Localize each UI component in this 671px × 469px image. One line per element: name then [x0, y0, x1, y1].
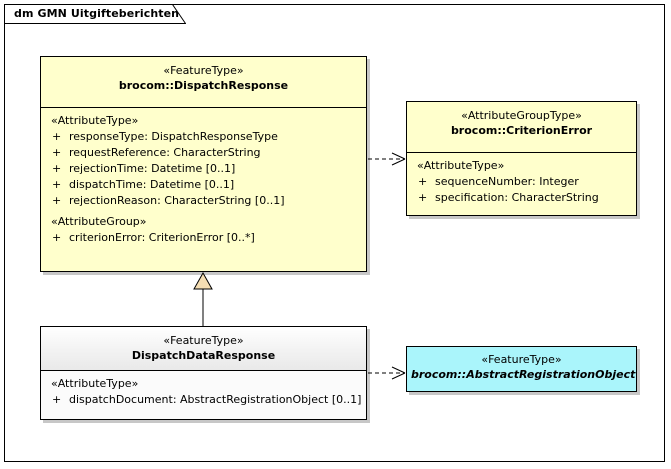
- class-header-dispatch-response: «FeatureType» brocom::DispatchResponse: [41, 57, 366, 108]
- visibility-marker: +: [52, 393, 62, 406]
- class-box-criterion-error[interactable]: «AttributeGroupType» brocom::CriterionEr…: [406, 101, 637, 216]
- compartment-label-attributetype: «AttributeType»: [51, 114, 139, 127]
- class-stereotype: «FeatureType»: [481, 353, 562, 366]
- compartment-label-attributetype: «AttributeType»: [417, 159, 505, 172]
- class-stereotype: «FeatureType»: [163, 64, 244, 77]
- class-name: brocom::CriterionError: [450, 124, 593, 137]
- class-header-abstract-registration-object: «FeatureType» brocom::AbstractRegistrati…: [407, 347, 636, 391]
- class-box-dispatch-response[interactable]: «FeatureType» brocom::DispatchResponse «…: [40, 56, 367, 272]
- compartment-label-attributetype: «AttributeType»: [51, 377, 139, 390]
- attribute-row[interactable]: + rejectionReason: CharacterString [0..1…: [41, 193, 366, 209]
- attribute-label: rejectionReason: CharacterString [0..1]: [69, 194, 285, 207]
- class-header-criterion-error: «AttributeGroupType» brocom::CriterionEr…: [407, 102, 636, 153]
- class-stereotype: «AttributeGroupType»: [461, 109, 582, 122]
- attribute-label: specification: CharacterString: [435, 191, 599, 204]
- attribute-row[interactable]: + criterionError: CriterionError [0..*]: [41, 230, 366, 246]
- compartment-label-attributegroup: «AttributeGroup»: [51, 215, 147, 228]
- class-name: brocom::AbstractRegistrationObject: [411, 368, 636, 381]
- visibility-marker: +: [52, 178, 62, 191]
- attribute-label: dispatchDocument: AbstractRegistrationOb…: [69, 393, 362, 406]
- title-tab-shape: [4, 4, 186, 24]
- attribute-label: criterionError: CriterionError [0..*]: [69, 231, 255, 244]
- visibility-marker: +: [418, 175, 428, 188]
- attribute-label: requestReference: CharacterString: [69, 146, 261, 159]
- class-box-dispatch-data-response[interactable]: «FeatureType» DispatchDataResponse «Attr…: [40, 326, 367, 420]
- attribute-label: rejectionTime: Datetime [0..1]: [69, 162, 236, 175]
- visibility-marker: +: [52, 130, 62, 143]
- visibility-marker: +: [52, 162, 62, 175]
- attribute-row[interactable]: + responseType: DispatchResponseType: [41, 129, 366, 145]
- class-name: DispatchDataResponse: [131, 349, 276, 362]
- class-body-dispatch-data-response: «AttributeType» + dispatchDocument: Abst…: [41, 371, 366, 419]
- visibility-marker: +: [52, 194, 62, 207]
- class-body-dispatch-response: «AttributeType» + responseType: Dispatch…: [41, 108, 366, 271]
- diagram-title: dm GMN Uitgifteberichten: [14, 7, 180, 20]
- attribute-row[interactable]: + dispatchDocument: AbstractRegistration…: [41, 392, 366, 408]
- attribute-label: dispatchTime: Datetime [0..1]: [69, 178, 235, 191]
- visibility-marker: +: [418, 191, 428, 204]
- attribute-label: sequenceNumber: Integer: [435, 175, 579, 188]
- attribute-row[interactable]: + rejectionTime: Datetime [0..1]: [41, 161, 366, 177]
- attribute-label: responseType: DispatchResponseType: [69, 130, 278, 143]
- class-header-dispatch-data-response: «FeatureType» DispatchDataResponse: [41, 327, 366, 371]
- attribute-row[interactable]: + sequenceNumber: Integer: [407, 174, 636, 190]
- class-box-abstract-registration-object[interactable]: «FeatureType» brocom::AbstractRegistrati…: [406, 346, 637, 392]
- class-body-criterion-error: «AttributeType» + sequenceNumber: Intege…: [407, 153, 636, 215]
- visibility-marker: +: [52, 231, 62, 244]
- class-name: brocom::DispatchResponse: [118, 79, 289, 92]
- attribute-row[interactable]: + specification: CharacterString: [407, 190, 636, 206]
- class-stereotype: «FeatureType»: [163, 334, 244, 347]
- attribute-row[interactable]: + requestReference: CharacterString: [41, 145, 366, 161]
- visibility-marker: +: [52, 146, 62, 159]
- attribute-row[interactable]: + dispatchTime: Datetime [0..1]: [41, 177, 366, 193]
